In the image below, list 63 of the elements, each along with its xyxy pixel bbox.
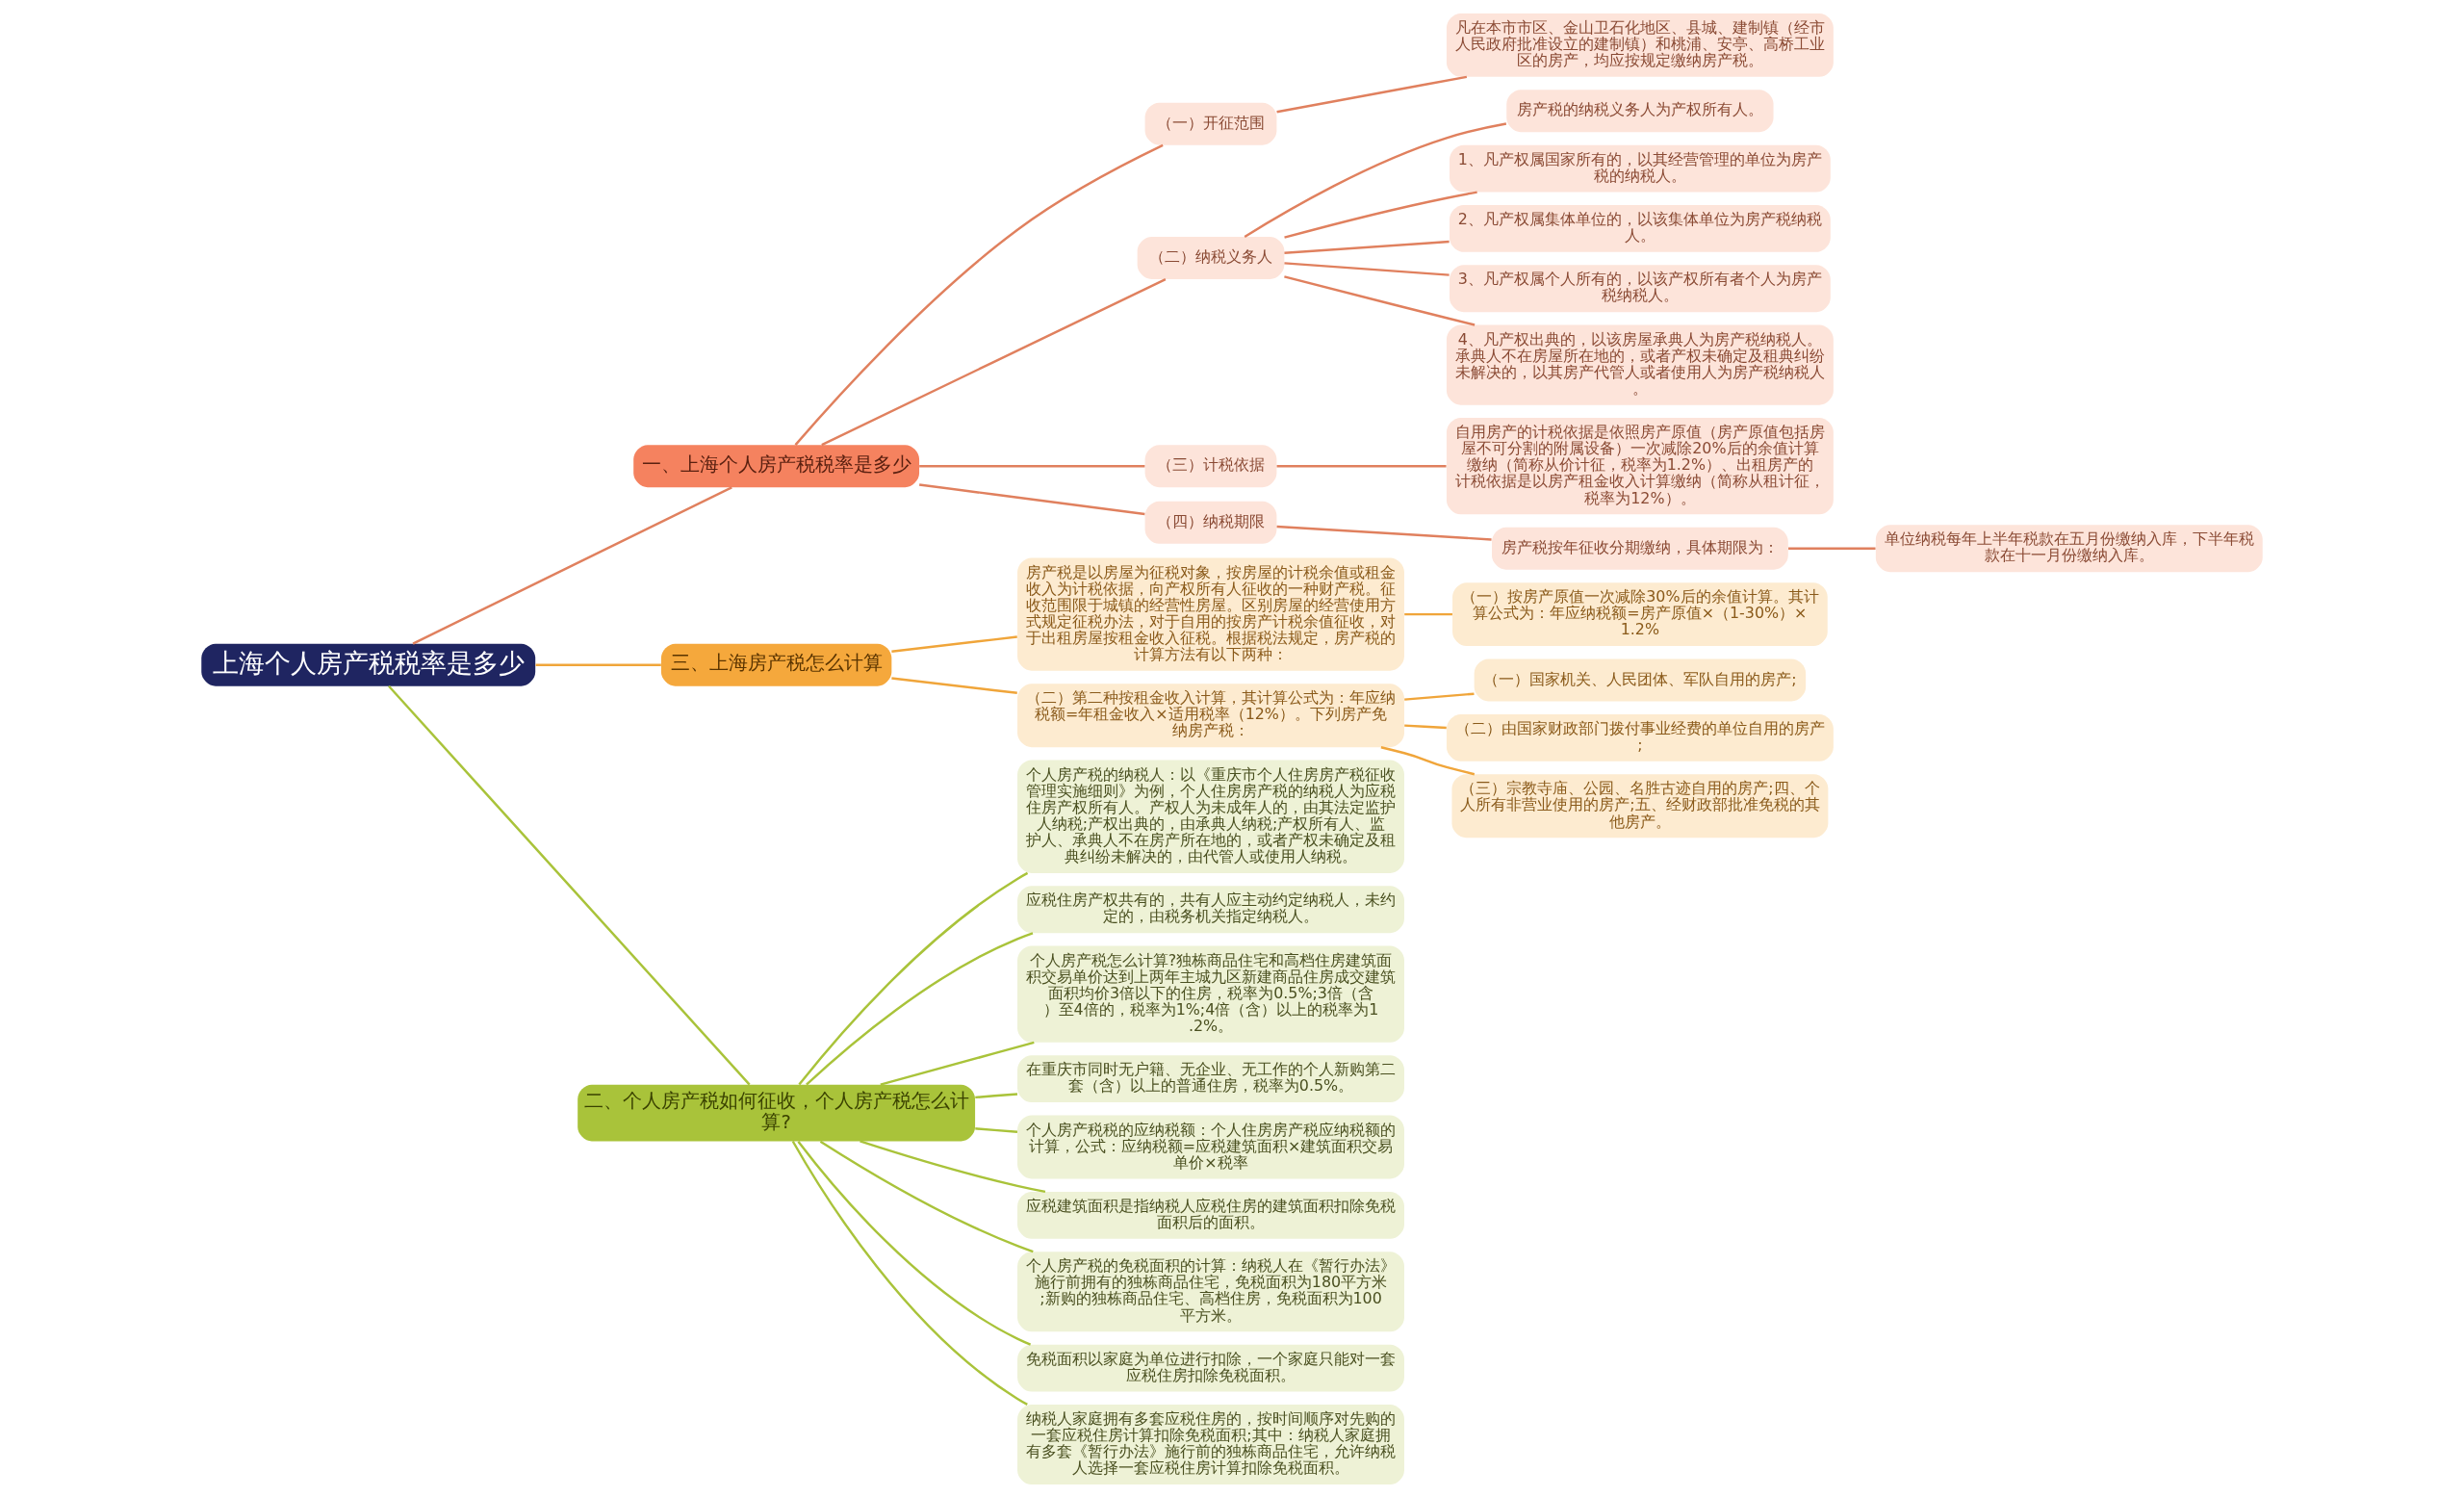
node-box: 个人房产税的免税面积的计算：纳税人在《暂行办法》施行前拥有的独栋商品住宅，免税面积为180平方米;新购的独栋商品住宅、高档住房，免税面积为100平方米。 [1017,1251,1404,1331]
connector [880,1041,1035,1086]
node-box: （二）由国家财政部门拨付事业经费的单位自用的房产; [1446,713,1834,761]
connector [806,931,1034,1086]
connector [1380,745,1476,775]
node-box: 凡在本市市区、金山卫石化地区、县城、建制镇（经市人民政府批准设立的建制镇）和桃浦、安亭、高桥工业区的房产，均应按规定缴纳房产税。 [1446,13,1834,77]
node-box: 房产税是以房屋为征税对象，按房屋的计税余值或租金收入为计税依据，向产权所有人征收的一种财产税。征收范围限于城镇的经营性房屋。区别房屋的经营使用方式规定征税办法，对于自用的按房产计税余值征收，对于出租房屋按租金收入征税。根据税法规定，房产税的计算方法有以下两种： [1017,557,1404,671]
connector [1284,274,1476,326]
connector [412,485,732,645]
connector [1788,547,1876,550]
connector [794,143,1164,446]
connector [891,676,1017,694]
connector [975,1126,1018,1133]
node-box: 4、凡产权出典的，以该房屋承典人为房产税纳税人。承典人不在房屋所在地的，或者产权未确定及租典纠纷未解决的，以其房产代管人或者使用人为房产税纳税人。 [1446,324,1834,405]
node-box: （二）第二种按租金收入计算，其计算公式为：年应纳税额=年租金收入×适用税率（12%）。下列房产免纳房产税： [1017,683,1404,747]
node-box: 一、上海个人房产税税率是多少 [633,444,920,487]
connector [388,684,751,1085]
node-box: 2、凡产权属集体单位的，以该集体单位为房产税纳税人。 [1450,204,1831,252]
node-box: 1、凡产权属国家所有的，以其经营管理的单位为房产税的纳税人。 [1450,144,1831,193]
node-box: 个人房产税的纳税人：以《重庆市个人住房房产税征收管理实施细则》为例，个人住房房产税的纳税人为应税住房产权所有人。产权人为未成年人的，由其法定监护人纳税;产权出典的，由承典人纳税;产权所有人、监护人、承典人不在房产所在地的，或者产权未确定及租典纠纷未解决的，由代管人或使用人纳税。 [1017,760,1404,873]
node-box: 房产税的纳税义务人为产权所有人。 [1506,89,1774,132]
node-box: 二、个人房产税如何征收，个人房产税怎么计算? [578,1084,976,1141]
node-box: 自用房产的计税依据是依照房产原值（房产原值包括房屋不可分割的附属设备）一次减除20%后的余值计算缴纳（简称从价计征，税率为1.2%）、出租房产的计税依据是以房产租金收入计算缴纳（简称从租计征，税率为12%）。 [1446,417,1834,514]
node-box: 3、凡产权属个人所有的，以该产权所有者个人为房产税纳税人。 [1450,264,1831,312]
connector [1244,121,1507,238]
connector [1404,691,1475,701]
node-box: 在重庆市同时无户籍、无企业、无工作的个人新购第二套（含）以上的普通住房，税率为0.5%。 [1017,1054,1404,1102]
node-box: （三）计税依据 [1144,444,1277,487]
connector [535,662,661,666]
connector [819,1140,1034,1252]
connector [791,1140,1028,1406]
node-box: 纳税人家庭拥有多套应税住房的，按时间顺序对先购的一套应税住房计算扣除免税面积;其中：纳税人家庭拥有多套《暂行办法》施行前的独栋商品住宅，允许纳税人选择一套应税住房计算扣除免税面积。 [1017,1404,1404,1484]
node-box: 个人房产税怎么计算?独栋商品住宅和高档住房建筑面积交易单价达到上两年主城九区新建商品住房成交建筑面积均价3倍以下的住房，税率为0.5%;3倍（含）至4倍的，税率为1%;4倍（含）以上的税率为1.2%。 [1017,945,1404,1043]
node-box: 免税面积以家庭为单位进行扣除，一个家庭只能对一套应税住房扣除免税面积。 [1017,1344,1404,1392]
connector [1276,75,1468,113]
node-box: （四）纳税期限 [1144,501,1277,544]
node-box: 单位纳税每年上半年税款在五月份缴纳入库，下半年税款在十一月份缴纳入库。 [1875,524,2263,572]
connector [919,482,1145,515]
node-box: 个人房产税税的应纳税额：个人住房房产税应纳税额的计算，公式：应纳税额=应税建筑面积×建筑面积交易单价×税率 [1017,1115,1404,1178]
node-box: 房产税按年征收分期缴纳，具体期限为： [1491,527,1788,570]
connector [891,634,1017,653]
connector [975,1092,1018,1098]
node-box: （一）国家机关、人民团体、军队自用的房产; [1474,658,1807,702]
connector [797,1140,1032,1346]
connector [919,464,1145,467]
connector [1276,525,1492,541]
node-box: 上海个人房产税税率是多少 [201,643,536,686]
connector [1404,723,1447,729]
connector [821,277,1167,446]
node-box: （一）开征范围 [1144,102,1277,145]
connector [798,871,1029,1085]
node-box: （二）纳税义务人 [1137,236,1285,279]
node-box: 三、上海房产税怎么计算 [660,643,892,686]
node-box: （三）宗教寺庙、公园、名胜古迹自用的房产;四、个人所有非营业使用的房产;五、经财政部批准免税的其他房产。 [1451,773,1829,838]
connector [1284,240,1450,254]
connector [860,1139,1046,1193]
node-box: 应税住房产权共有的，共有人应主动约定纳税人，未约定的，由税务机关指定纳税人。 [1017,885,1404,933]
node-box: （一）按房产原值一次减除30%后的余值计算。其计算公式为：年应纳税额=房产原值×（1-30%）×1.2% [1452,581,1828,646]
connector [1284,261,1450,276]
connector [1276,464,1447,467]
connector [1404,612,1452,615]
node-box: 应税建筑面积是指纳税人应税住房的建筑面积扣除免税面积后的面积。 [1017,1191,1404,1239]
connector [1284,190,1477,239]
